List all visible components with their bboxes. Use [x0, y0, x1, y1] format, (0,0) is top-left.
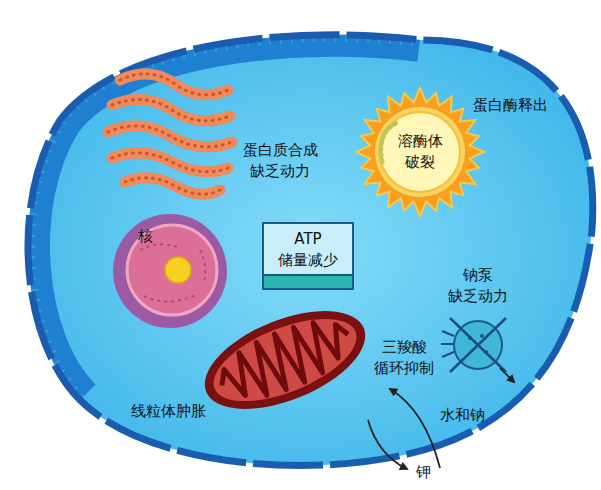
node-text: 核: [138, 226, 153, 247]
nucleus: 核: [110, 210, 230, 332]
efflux-arrow: [368, 420, 407, 469]
nuc-shape: [110, 210, 230, 332]
mito-label: 线粒体肿胀: [131, 401, 206, 422]
pump-label: 钠泵 缺乏动力: [448, 265, 508, 307]
sodium-pump: [441, 318, 514, 382]
cytoplasm: [28, 35, 593, 466]
cell-membrane: [28, 35, 593, 466]
tca-label: 三羧酸 循环抑制: [374, 337, 434, 379]
mitochondrion: [191, 291, 379, 429]
potassium-label: 钾: [416, 462, 431, 483]
lyso-shape: [352, 84, 488, 220]
protease-label: 蛋白酶释出: [473, 95, 548, 116]
er-label: 蛋白质合成 缺乏动力: [243, 140, 318, 182]
lysosome: 溶酶体 破裂: [352, 84, 488, 220]
atp-level-bar: [264, 274, 352, 288]
node-text: 溶酶体 破裂: [398, 131, 443, 173]
endoplasmic-reticulum: [108, 74, 232, 194]
influx-arrow: [390, 389, 440, 468]
node-text: ATP 储量减少: [278, 229, 338, 271]
influx-label: 水和钠: [440, 405, 485, 426]
atp-box: ATP 储量减少: [262, 222, 354, 290]
